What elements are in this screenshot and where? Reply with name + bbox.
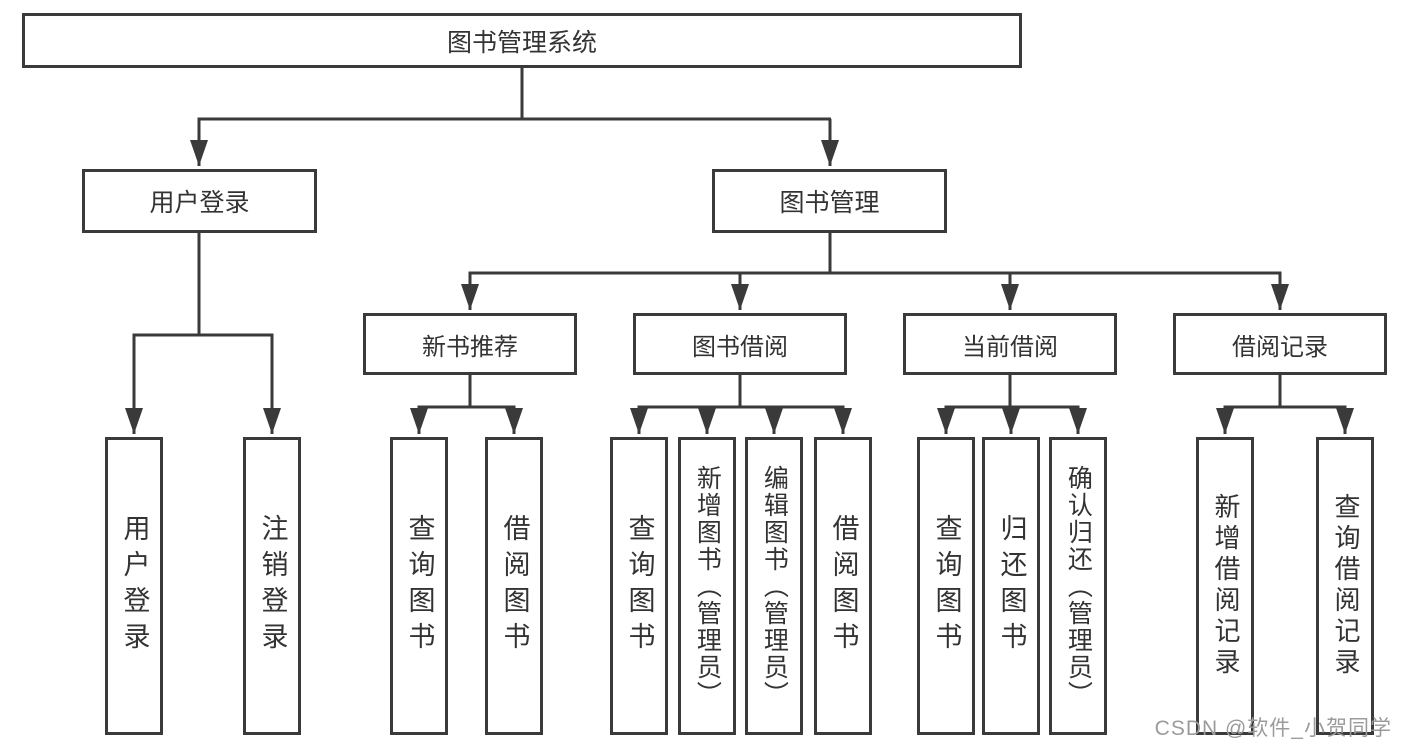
node-user-login-label: 用户登录 <box>149 189 250 217</box>
leaf-logout: 注销登录 <box>243 437 301 735</box>
node-book-borrowing: 图书借阅 <box>633 313 847 375</box>
leaf-add-borrow-record: 新增借阅记录 <box>1196 437 1254 735</box>
leaf-return-books: 归还图书 <box>982 437 1040 735</box>
leaf-add-borrow-record-label: 新增借阅记录 <box>1210 493 1241 679</box>
node-current-borrowing: 当前借阅 <box>903 313 1117 375</box>
node-new-book-recommend: 新书推荐 <box>363 313 577 375</box>
csdn-watermark: CSDN @软件_小贺同学 <box>1154 717 1392 740</box>
leaf-query-borrow-record: 查询借阅记录 <box>1316 437 1374 735</box>
leaf-borrow-books-recommend: 借阅图书 <box>485 437 543 735</box>
leaf-confirm-return-admin: 确认归还（管理员） <box>1049 437 1107 735</box>
leaf-borrow-books-borrowing-label: 借阅图书 <box>828 514 859 658</box>
node-book-borrowing-label: 图书借阅 <box>692 333 788 361</box>
node-new-book-recommend-label: 新书推荐 <box>422 333 518 361</box>
leaf-add-books-admin: 新增图书（管理员） <box>678 437 736 735</box>
node-root-label: 图书管理系统 <box>446 28 597 57</box>
leaf-edit-books-admin: 编辑图书（管理员） <box>745 437 803 735</box>
node-book-management: 图书管理 <box>712 169 947 233</box>
leaf-query-books-borrowing: 查询图书 <box>610 437 668 735</box>
leaf-query-books-borrowing-label: 查询图书 <box>624 514 655 658</box>
node-borrow-records: 借阅记录 <box>1173 313 1387 375</box>
leaf-logout-label: 注销登录 <box>257 514 288 658</box>
node-book-management-label: 图书管理 <box>779 189 880 217</box>
leaf-query-borrow-record-label: 查询借阅记录 <box>1330 493 1361 679</box>
node-borrow-records-label: 借阅记录 <box>1232 333 1328 361</box>
leaf-query-books-current: 查询图书 <box>917 437 975 735</box>
leaf-query-books-current-label: 查询图书 <box>931 514 962 658</box>
connector-group <box>125 68 1354 434</box>
leaf-borrow-books-recommend-label: 借阅图书 <box>499 514 530 658</box>
leaf-borrow-books-borrowing: 借阅图书 <box>814 437 872 735</box>
leaf-user-login-label: 用户登录 <box>119 514 150 658</box>
leaf-query-books-recommend-label: 查询图书 <box>404 514 435 658</box>
leaf-edit-books-admin-label: 编辑图书（管理员） <box>760 464 789 708</box>
leaf-query-books-recommend: 查询图书 <box>390 437 448 735</box>
leaf-return-books-label: 归还图书 <box>996 514 1027 658</box>
leaf-add-books-admin-label: 新增图书（管理员） <box>693 464 722 708</box>
node-current-borrowing-label: 当前借阅 <box>962 333 1058 361</box>
leaf-user-login: 用户登录 <box>105 437 163 735</box>
node-root: 图书管理系统 <box>22 13 1022 68</box>
leaf-confirm-return-admin-label: 确认归还（管理员） <box>1064 464 1093 708</box>
node-user-login: 用户登录 <box>82 169 317 233</box>
